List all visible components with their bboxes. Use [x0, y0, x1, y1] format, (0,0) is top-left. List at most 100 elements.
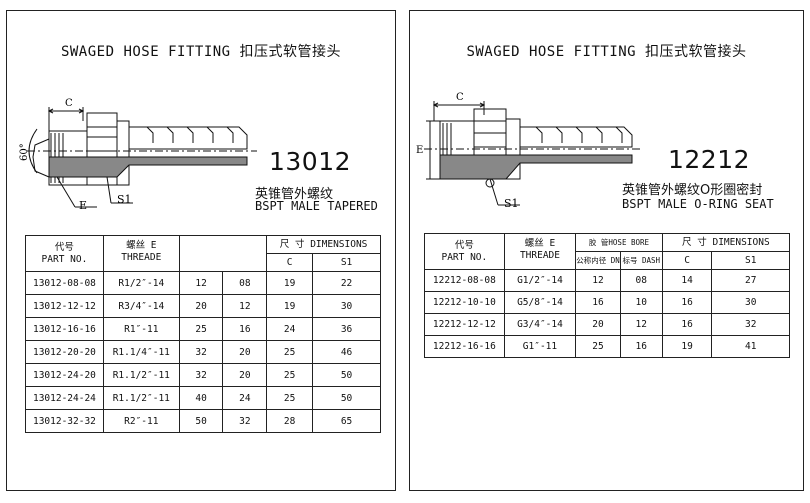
left-fitting-drawing: C 60° E S1 [19, 98, 257, 212]
left-part-number: 13012 [269, 147, 352, 176]
table-cell: G5/8″-14 [503, 291, 577, 314]
table-cell: 12 [222, 294, 268, 318]
table-cell: 40 [178, 386, 224, 410]
table-cell: 30 [312, 294, 381, 318]
table-cell: R1.1/2″-11 [102, 386, 180, 410]
table-cell: 13012-16-16 [25, 317, 104, 341]
table-cell: 16 [619, 335, 663, 358]
table-cell: 25 [266, 386, 314, 410]
table-cell: 25 [266, 363, 314, 387]
right-label-s1: S1 [504, 197, 519, 210]
left-panel: SWAGED HOSE FITTING 扣压式软管接头 [6, 10, 396, 491]
left-label-c: C [65, 98, 73, 109]
right-header-c: C [661, 251, 713, 270]
table-cell: 10 [619, 291, 663, 314]
table-cell: 25 [178, 317, 224, 341]
table-cell: 32 [711, 313, 790, 336]
right-part-number: 12212 [668, 145, 751, 174]
right-header-bore: 胶 管HOSE BORE [575, 233, 663, 252]
table-cell: 12212-10-10 [424, 291, 505, 314]
right-name-cn: 英锥管外螺纹O形圈密封 [622, 183, 763, 198]
table-cell: 12 [575, 269, 621, 292]
table-cell: 16 [661, 291, 713, 314]
table-cell: G3/4″-14 [503, 313, 577, 336]
left-header-blank [178, 235, 268, 272]
right-name-en: BSPT MALE O-RING SEAT [622, 197, 774, 211]
table-cell: 32 [222, 409, 268, 433]
table-cell: 25 [266, 340, 314, 364]
right-panel: SWAGED HOSE FITTING 扣压式软管接头 [409, 10, 804, 491]
table-cell: 32 [178, 363, 224, 387]
table-cell: 12 [619, 313, 663, 336]
table-cell: R1″-11 [102, 317, 180, 341]
table-cell: 13012-24-20 [25, 363, 104, 387]
table-cell: 22 [312, 271, 381, 295]
table-cell: 08 [619, 269, 663, 292]
left-header-dimensions: 尺 寸 DIMENSIONS [266, 235, 381, 254]
left-name-en: BSPT MALE TAPERED [255, 199, 378, 213]
table-cell: 28 [266, 409, 314, 433]
table-cell: 41 [711, 335, 790, 358]
left-header-s1: S1 [312, 253, 381, 272]
table-cell: R1.1/4″-11 [102, 340, 180, 364]
table-cell: 08 [222, 271, 268, 295]
table-cell: 27 [711, 269, 790, 292]
table-cell: 19 [266, 271, 314, 295]
table-cell: 12212-12-12 [424, 313, 505, 336]
table-cell: 20 [222, 340, 268, 364]
table-cell: 13012-12-12 [25, 294, 104, 318]
table-cell: 20 [575, 313, 621, 336]
left-label-e: E [79, 199, 87, 212]
table-cell: 36 [312, 317, 381, 341]
table-cell: 13012-24-24 [25, 386, 104, 410]
table-cell: 14 [661, 269, 713, 292]
table-cell: G1/2″-14 [503, 269, 577, 292]
left-name-cn: 英锥管外螺纹 [255, 187, 334, 202]
right-header-dash: 标号 DASH [619, 251, 663, 270]
left-label-angle: 60° [19, 143, 30, 161]
table-cell: R3/4″-14 [102, 294, 180, 318]
right-label-c: C [456, 92, 464, 103]
table-cell: 25 [575, 335, 621, 358]
table-cell: R1/2″-14 [102, 271, 180, 295]
table-cell: 16 [222, 317, 268, 341]
left-header-c: C [266, 253, 314, 272]
table-cell: 20 [222, 363, 268, 387]
table-cell: 12212-08-08 [424, 269, 505, 292]
right-header-dimensions: 尺 寸 DIMENSIONS [661, 233, 791, 252]
left-label-s1: S1 [117, 193, 132, 206]
table-cell: 50 [312, 363, 381, 387]
table-cell: 24 [266, 317, 314, 341]
table-cell: 16 [661, 313, 713, 336]
table-cell: 12212-16-16 [424, 335, 505, 358]
table-cell: R1.1/2″-11 [102, 363, 180, 387]
table-cell: 24 [222, 386, 268, 410]
table-cell: 16 [575, 291, 621, 314]
table-cell: 65 [312, 409, 381, 433]
table-cell: 12 [178, 271, 224, 295]
table-cell: 13012-32-32 [25, 409, 104, 433]
right-label-e: E [416, 145, 423, 156]
table-cell: 13012-20-20 [25, 340, 104, 364]
table-cell: 30 [711, 291, 790, 314]
table-cell: 32 [178, 340, 224, 364]
right-title: SWAGED HOSE FITTING 扣压式软管接头 [466, 44, 747, 60]
table-cell: 50 [178, 409, 224, 433]
left-title: SWAGED HOSE FITTING 扣压式软管接头 [60, 44, 342, 60]
table-cell: G1″-11 [503, 335, 577, 358]
